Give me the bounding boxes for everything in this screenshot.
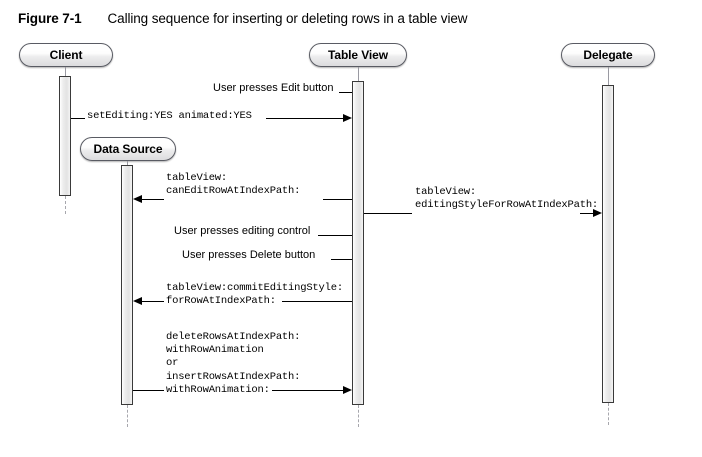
message-line-commit-editing-style-right <box>282 301 352 302</box>
arrowhead-delete-or-insert-rows <box>343 385 352 394</box>
message-line-commit-editing-style-left <box>142 301 164 302</box>
message-line-can-edit-left <box>142 199 164 200</box>
message-line-delete-or-insert-left <box>133 390 164 391</box>
message-label-commit-editing-style: tableView:commitEditingStyle: forRowAtIn… <box>166 282 343 308</box>
message-line-set-editing-left <box>71 118 85 119</box>
lifeline-data-source-tail <box>127 405 128 427</box>
activation-data-source <box>121 165 133 405</box>
message-line-delete-or-insert-right <box>272 390 343 391</box>
message-label-user-presses-edit-button: User presses Edit button <box>213 82 334 94</box>
lifeline-table-view-stub <box>358 67 359 81</box>
message-label-delete-or-insert-rows: deleteRowsAtIndexPath: withRowAnimation … <box>166 331 301 396</box>
message-label-set-editing: setEditing:YES animated:YES <box>87 110 252 122</box>
message-line-set-editing-right <box>266 118 343 119</box>
activation-delegate <box>602 85 614 403</box>
lifeline-data-source-stub <box>127 161 128 165</box>
figure-caption-text: Calling sequence for inserting or deleti… <box>107 11 468 26</box>
message-label-editing-style-for-row-at-index-path: tableView: editingStyleForRowAtIndexPath… <box>415 186 599 212</box>
arrowhead-editing-style-for-row-at-index-path <box>593 208 602 217</box>
participant-client[interactable]: Client <box>19 43 113 67</box>
arrowhead-can-edit-row-at-index-path <box>133 194 142 203</box>
message-label-can-edit-row-at-index-path: tableView: canEditRowAtIndexPath: <box>166 172 301 198</box>
message-label-user-presses-editing-control: User presses editing control <box>174 225 311 237</box>
message-line-editing-style-right <box>580 213 593 214</box>
message-line-user-presses-editing-control <box>318 235 352 236</box>
activation-table-view <box>352 81 364 405</box>
arrowhead-set-editing <box>343 113 352 122</box>
figure-caption: Figure 7-1 Calling sequence for inserting… <box>18 11 468 26</box>
participant-delegate[interactable]: Delegate <box>561 43 655 67</box>
message-line-editing-style-left <box>364 213 412 214</box>
lifeline-table-view-tail <box>358 405 359 427</box>
participant-data-source-label: Data Source <box>93 142 163 156</box>
participant-data-source[interactable]: Data Source <box>80 137 176 161</box>
participant-delegate-label: Delegate <box>583 48 633 62</box>
lifeline-delegate-stub <box>608 67 609 85</box>
message-line-can-edit-right <box>323 199 352 200</box>
figure-number: Figure 7-1 <box>18 11 82 26</box>
message-label-user-presses-delete-button: User presses Delete button <box>182 249 316 261</box>
arrowhead-commit-editing-style <box>133 296 142 305</box>
participant-table-view[interactable]: Table View <box>309 43 407 67</box>
lifeline-client-stub <box>65 67 66 76</box>
message-line-user-presses-edit-button <box>339 92 352 93</box>
participant-table-view-label: Table View <box>328 48 388 62</box>
participant-client-label: Client <box>49 48 83 62</box>
lifeline-client-tail <box>65 196 66 214</box>
activation-client <box>59 76 71 196</box>
lifeline-delegate-tail <box>608 403 609 425</box>
message-line-user-presses-delete-button <box>331 259 352 260</box>
